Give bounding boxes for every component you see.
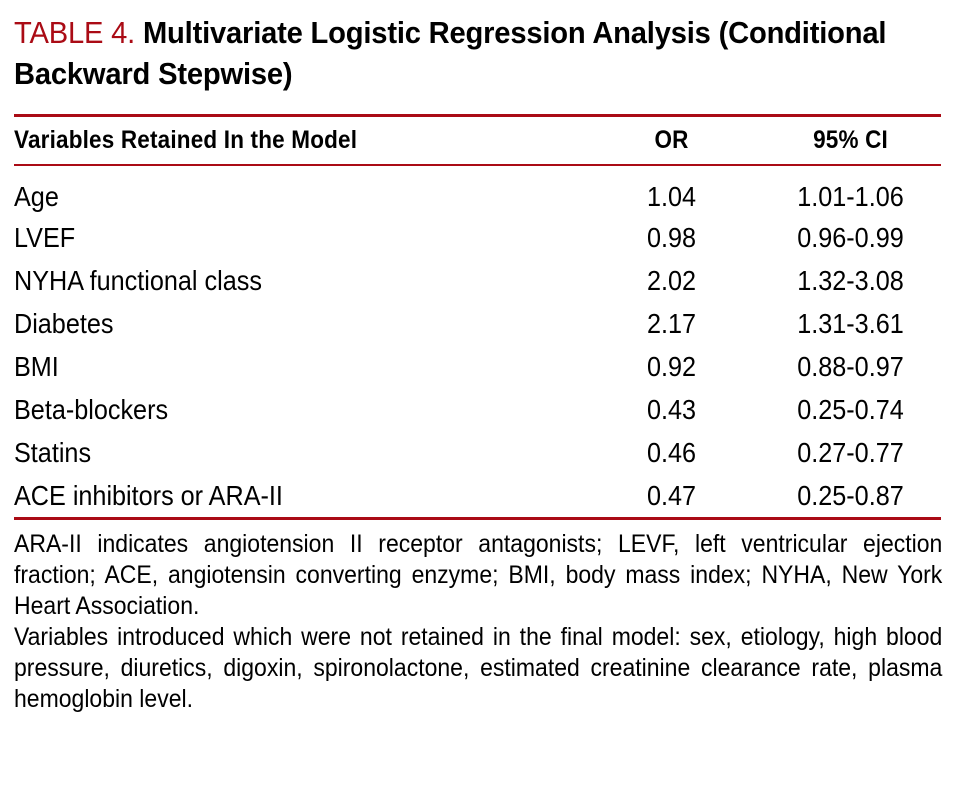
- table-row: Diabetes 2.17 1.31-3.61: [14, 302, 941, 345]
- footnote-abbreviations: ARA-II indicates angiotension II recepto…: [14, 529, 944, 622]
- table-row: BMI 0.92 0.88-0.97: [14, 345, 941, 388]
- cell-ci-text: 0.25-0.87: [797, 479, 904, 511]
- cell-variable: BMI: [14, 345, 583, 388]
- cell-ci-text: 1.31-3.61: [797, 307, 904, 339]
- table-row: Statins 0.46 0.27-0.77: [14, 431, 941, 474]
- cell-variable: ACE inhibitors or ARA-II: [14, 474, 583, 517]
- cell-ci-text: 0.27-0.77: [797, 436, 904, 468]
- cell-ci: 0.25-0.87: [760, 474, 941, 517]
- cell-ci-text: 0.96-0.99: [797, 221, 904, 253]
- table-row: Age 1.04 1.01-1.06: [14, 166, 941, 216]
- cell-variable-text: LVEF: [14, 221, 76, 253]
- table-footnotes: ARA-II indicates angiotension II recepto…: [14, 520, 944, 715]
- column-header-ci-label: 95% CI: [813, 126, 888, 154]
- rule-top: [14, 114, 941, 117]
- cell-or: 2.02: [583, 259, 760, 302]
- column-header-ci: 95% CI: [760, 117, 941, 164]
- cell-ci: 1.31-3.61: [760, 302, 941, 345]
- table-row: ACE inhibitors or ARA-II 0.47 0.25-0.87: [14, 474, 941, 517]
- cell-variable: Beta-blockers: [14, 388, 583, 431]
- cell-ci-text: 1.32-3.08: [797, 264, 904, 296]
- cell-variable-text: Statins: [14, 436, 92, 468]
- cell-ci: 1.32-3.08: [760, 259, 941, 302]
- cell-ci: 0.25-0.74: [760, 388, 941, 431]
- column-header-or: OR: [583, 117, 760, 164]
- cell-variable-text: ACE inhibitors or ARA-II: [14, 479, 283, 511]
- cell-or-text: 0.43: [646, 393, 697, 425]
- footnote-abbreviations-text: ARA-II indicates angiotension II recepto…: [14, 530, 943, 620]
- cell-variable-text: NYHA functional class: [14, 264, 262, 296]
- column-header-variable-label: Variables Retained In the Model: [14, 126, 358, 154]
- header-row: Variables Retained In the Model OR 95% C…: [14, 117, 941, 164]
- cell-or: 0.98: [583, 216, 760, 259]
- cell-ci: 1.01-1.06: [760, 166, 941, 216]
- cell-or-text: 2.02: [646, 264, 697, 296]
- table-row: NYHA functional class 2.02 1.32-3.08: [14, 259, 941, 302]
- cell-variable: Statins: [14, 431, 583, 474]
- cell-variable: Diabetes: [14, 302, 583, 345]
- cell-ci: 0.88-0.97: [760, 345, 941, 388]
- cell-variable-text: Beta-blockers: [14, 393, 169, 425]
- rule-header: [14, 164, 941, 166]
- cell-ci-text: 0.25-0.74: [797, 393, 904, 425]
- results-table-body: Age 1.04 1.01-1.06 LVEF 0.98 0.96-0.99 N…: [14, 166, 941, 517]
- rule-bottom: [14, 517, 941, 520]
- cell-or-text: 2.17: [646, 307, 697, 339]
- cell-or-text: 0.98: [646, 221, 697, 253]
- cell-variable: LVEF: [14, 216, 583, 259]
- cell-ci: 0.27-0.77: [760, 431, 941, 474]
- footnote-excluded-variables-text: Variables introduced which were not reta…: [14, 623, 943, 713]
- table-title: TABLE 4. Multivariate Logistic Regressio…: [14, 0, 943, 94]
- cell-variable: Age: [14, 166, 583, 216]
- footnote-excluded-variables: Variables introduced which were not reta…: [14, 622, 944, 715]
- column-header-variable: Variables Retained In the Model: [14, 117, 583, 164]
- cell-ci: 0.96-0.99: [760, 216, 941, 259]
- cell-or: 0.92: [583, 345, 760, 388]
- cell-or: 0.46: [583, 431, 760, 474]
- table-header: Variables Retained In the Model OR 95% C…: [14, 117, 941, 164]
- cell-ci-text: 0.88-0.97: [797, 350, 904, 382]
- table-row: LVEF 0.98 0.96-0.99: [14, 216, 941, 259]
- cell-or: 1.04: [583, 166, 760, 216]
- table-row: Beta-blockers 0.43 0.25-0.74: [14, 388, 941, 431]
- cell-or-text: 0.46: [646, 436, 697, 468]
- cell-ci-text: 1.01-1.06: [797, 181, 904, 212]
- table-body: Age 1.04 1.01-1.06 LVEF 0.98 0.96-0.99 N…: [14, 166, 941, 517]
- results-table: Variables Retained In the Model OR 95% C…: [14, 117, 941, 164]
- cell-or: 0.43: [583, 388, 760, 431]
- cell-or: 2.17: [583, 302, 760, 345]
- column-header-or-label: OR: [654, 126, 689, 154]
- cell-variable-text: Age: [14, 181, 59, 212]
- cell-or-text: 1.04: [646, 181, 697, 212]
- cell-variable-text: Diabetes: [14, 307, 114, 339]
- table-title-text: Multivariate Logistic Regression Analysi…: [14, 15, 887, 91]
- cell-or-text: 0.47: [646, 479, 697, 511]
- cell-or: 0.47: [583, 474, 760, 517]
- table-number-label: TABLE 4.: [14, 15, 136, 50]
- cell-or-text: 0.92: [646, 350, 697, 382]
- cell-variable: NYHA functional class: [14, 259, 583, 302]
- cell-variable-text: BMI: [14, 350, 59, 382]
